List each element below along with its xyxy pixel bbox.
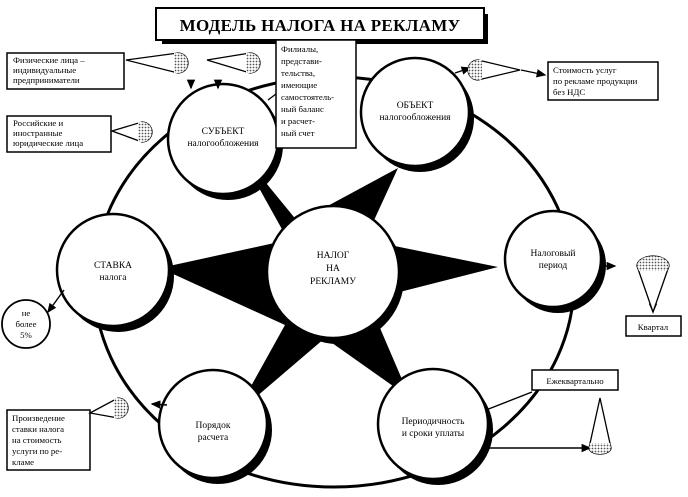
node-center: НАЛОГ НА РЕКЛАМУ [265,204,404,344]
svg-text:на стоимость: на стоимость [12,435,62,445]
center-line1: НАЛОГ [317,251,350,261]
svg-text:кламе: кламе [12,457,34,467]
node-period: Налоговый период [503,209,606,313]
center-line2: НА [326,264,340,274]
node-frequency-line2: и сроки уплаты [402,429,465,439]
svg-text:услуги по ре-: услуги по ре- [12,446,62,456]
svg-text:тельства,: тельства, [281,68,315,78]
svg-text:индивидуальные: индивидуальные [13,65,76,75]
svg-text:Произведение: Произведение [12,413,65,423]
node-subject: СУБЪЕКТ налогообложения [166,82,283,200]
page-title: МОДЕЛЬ НАЛОГА НА РЕКЛАМУ [180,16,461,35]
note-quarter: Квартал [625,315,682,337]
note-branches: Филиалы, представи- тельства, имеющие са… [275,39,357,149]
node-object-line1: ОБЪЕКТ [397,101,434,111]
svg-text:ный баланс: ный баланс [281,104,324,114]
svg-text:юридические лица: юридические лица [13,138,83,148]
cone-individuals-2 [206,52,261,74]
node-subject-line2: налогообложения [187,138,259,149]
node-period-line1: Налоговый [530,248,575,259]
node-frequency: Периодичность и сроки уплаты [376,367,493,485]
note-cost: Стоимость услуг по рекламе продукции без… [547,61,659,101]
svg-text:не: не [22,308,31,318]
svg-text:5%: 5% [20,330,32,340]
node-object: ОБЪЕКТ налогообложения [359,56,474,172]
svg-text:более: более [16,319,37,329]
svg-text:ный счет: ный счет [281,128,315,138]
cone-individuals-1 [125,52,189,74]
note-formula: Произведение ставки налога на стоимость … [6,409,91,471]
svg-text:и расчет-: и расчет- [281,116,315,126]
node-procedure-line1: Порядок [196,421,231,431]
node-subject-line1: СУБЪЕКТ [202,127,245,137]
svg-text:по рекламе продукции: по рекламе продукции [553,76,638,86]
note-quarterly: Ежеквартально [531,369,619,391]
node-rate-line1: СТАВКА [94,261,132,271]
note-legal-entities: Российские и иностранные юридические лиц… [6,115,112,153]
note-rate-value: не более 5% [1,299,51,349]
node-procedure: Порядок расчета [157,368,272,484]
node-rate: СТАВКА налога [55,212,174,332]
node-frequency-line1: Периодичность [402,417,466,427]
center-line3: РЕКЛАМУ [310,277,356,287]
cone-period [636,255,670,314]
svg-text:самостоятель-: самостоятель- [281,92,334,102]
node-procedure-line2: расчета [198,433,229,443]
node-object-line2: налогообложения [379,112,451,123]
title-box: МОДЕЛЬ НАЛОГА НА РЕКЛАМУ [155,7,488,44]
note-individuals: Физические лица – индивидуальные предпри… [6,52,125,90]
node-rate-line2: налога [100,273,128,283]
svg-text:представи-: представи- [281,56,322,66]
svg-text:Стоимость услуг: Стоимость услуг [553,65,617,75]
svg-text:Ежеквартально: Ежеквартально [546,376,604,386]
svg-text:иностранные: иностранные [13,128,63,138]
svg-text:имеющие: имеющие [281,80,317,90]
svg-text:ставки налога: ставки налога [12,424,64,434]
node-period-line2: период [539,261,568,271]
cone-legal [109,121,153,143]
svg-text:Физические лица –: Физические лица – [13,55,85,65]
cone-formula [88,397,129,419]
cone-cost [467,59,521,81]
svg-text:Филиалы,: Филиалы, [281,44,318,54]
svg-text:предприниматели: предприниматели [13,75,80,85]
svg-text:без НДС: без НДС [553,87,585,97]
cone-frequency [588,397,612,455]
svg-text:Квартал: Квартал [638,322,669,332]
svg-text:Российские и: Российские и [13,118,64,128]
